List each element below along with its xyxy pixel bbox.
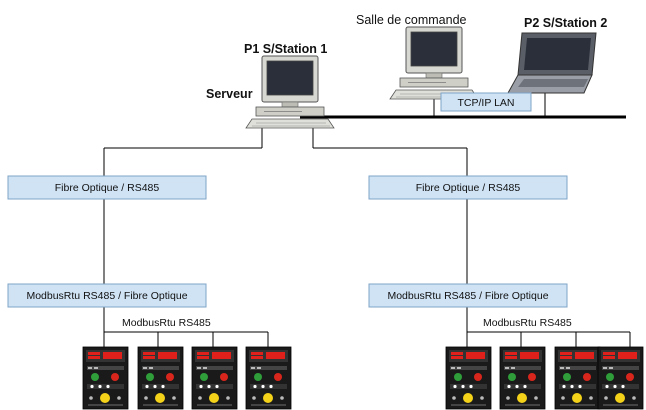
relay-device-icon (137, 346, 184, 410)
modbus-bus-label-left: ModbusRtu RS485 (122, 317, 211, 329)
lan-label: TCP/IP LAN (458, 97, 515, 109)
server-label: Serveur (206, 87, 253, 101)
control-room-computer-icon (389, 26, 479, 100)
modbus-converter-left (7, 283, 207, 308)
relay-device-icon (245, 346, 292, 410)
p2-station-label: P2 S/Station 2 (524, 16, 607, 30)
fiber-converter-right-label: Fibre Optique / RS485 (416, 182, 521, 194)
laptop-computer-icon (507, 32, 597, 94)
lan-box (440, 92, 532, 112)
fiber-converter-right (368, 175, 568, 200)
modbus-converter-right-label: ModbusRtu RS485 / Fibre Optique (387, 290, 548, 302)
modbus-converter-right (368, 283, 568, 308)
relay-device-icon (554, 346, 601, 410)
relay-device-icon (597, 346, 644, 410)
p1-station-label: P1 S/Station 1 (244, 42, 327, 56)
modbus-bus-label-right: ModbusRtu RS485 (483, 317, 572, 329)
relay-device-icon (191, 346, 238, 410)
fiber-converter-left-label: Fibre Optique / RS485 (55, 182, 160, 194)
relay-device-icon (499, 346, 546, 410)
relay-group-left (82, 346, 292, 410)
relay-device-icon (82, 346, 129, 410)
relay-group-right (445, 346, 644, 410)
control-room-label: Salle de commande (356, 13, 467, 27)
fiber-converter-left (7, 175, 207, 200)
modbus-converter-left-label: ModbusRtu RS485 / Fibre Optique (26, 290, 187, 302)
network-lines (103, 90, 631, 347)
relay-device-icon (445, 346, 492, 410)
